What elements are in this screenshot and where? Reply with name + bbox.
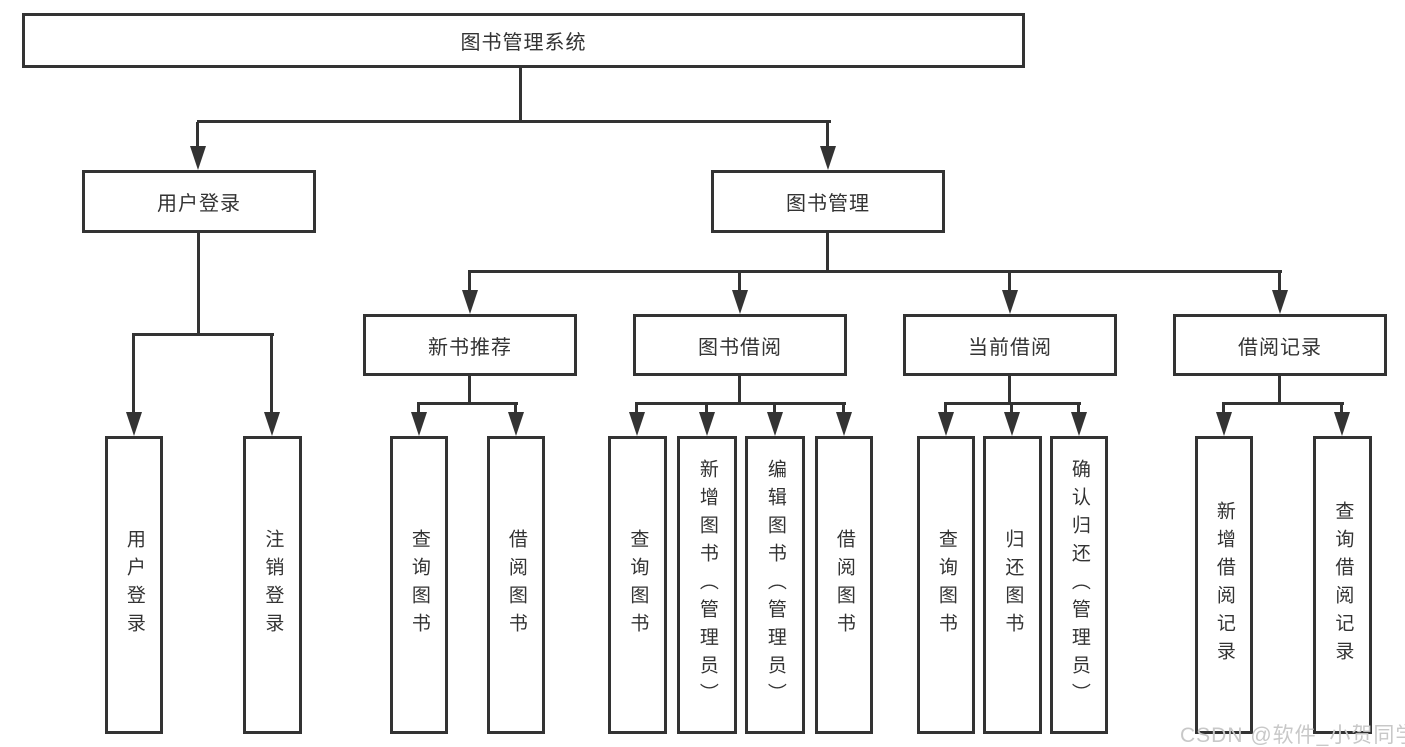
node-label: 借阅记录: [1238, 336, 1322, 359]
node-label: 查询图书: [408, 529, 430, 641]
node-label: 借阅图书: [833, 529, 855, 641]
node-user-login-leaf: 用户登录: [105, 436, 163, 734]
connector-arrow: [767, 404, 783, 436]
connector-arrow: [699, 404, 715, 436]
connector-rail: [1222, 402, 1344, 405]
node-current-borrowing: 当前借阅: [903, 314, 1117, 376]
connector-arrow: [190, 122, 206, 170]
node-logout: 注销登录: [243, 436, 302, 734]
connector-arrow: [938, 404, 954, 436]
node-add-books-admin: 新增图书（管理员）: [677, 436, 737, 734]
node-label: 查询图书: [935, 529, 957, 641]
node-label: 图书管理系统: [460, 32, 587, 54]
connector-rail: [417, 402, 518, 405]
node-label: 图书借阅: [698, 336, 782, 359]
node-label: 查询借阅记录: [1332, 501, 1354, 669]
node-label: 归还图书: [1002, 529, 1024, 641]
node-query-books-recommend: 查询图书: [390, 436, 448, 734]
node-borrow-books-recommend: 借阅图书: [487, 436, 545, 734]
connector-line: [826, 233, 829, 272]
connector-arrow: [1002, 272, 1018, 314]
node-query-books-current: 查询图书: [917, 436, 975, 734]
node-edit-books-admin: 编辑图书（管理员）: [745, 436, 805, 734]
node-label: 图书管理: [786, 193, 870, 215]
node-label: 新书推荐: [428, 336, 512, 359]
connector-line: [197, 233, 200, 335]
connector-arrow: [264, 335, 280, 436]
node-book-management: 图书管理: [711, 170, 945, 233]
node-label: 确认归还（管理员）: [1068, 459, 1090, 711]
node-confirm-return-admin: 确认归还（管理员）: [1050, 436, 1108, 734]
connector-arrow: [1334, 404, 1350, 436]
node-label: 用户登录: [157, 193, 241, 215]
connector-line: [1008, 376, 1011, 404]
connector-rail: [635, 402, 846, 405]
node-query-books-borrowing: 查询图书: [608, 436, 667, 734]
connector-arrow: [820, 122, 836, 170]
watermark: CSDN @软件_小贺同学: [1180, 724, 1405, 747]
node-label: 借阅图书: [505, 529, 527, 641]
connector-arrow: [462, 272, 478, 314]
connector-line: [738, 376, 741, 404]
connector-arrow: [1216, 404, 1232, 436]
connector-rail: [132, 333, 274, 336]
connector-line: [1278, 376, 1281, 404]
connector-arrow: [126, 335, 142, 436]
connector-rail: [468, 270, 1282, 273]
node-label: 查询图书: [627, 529, 649, 641]
connector-arrow: [1071, 404, 1087, 436]
node-library-management-system: 图书管理系统: [22, 13, 1025, 68]
node-borrowing-records: 借阅记录: [1173, 314, 1387, 376]
node-borrow-books-borrowing: 借阅图书: [815, 436, 873, 734]
connector-rail: [944, 402, 1081, 405]
node-label: 新增图书（管理员）: [696, 459, 718, 711]
node-label: 编辑图书（管理员）: [764, 459, 786, 711]
node-label: 当前借阅: [968, 336, 1052, 359]
node-book-borrowing: 图书借阅: [633, 314, 847, 376]
connector-arrow: [1272, 272, 1288, 314]
connector-arrow: [411, 404, 427, 436]
node-label: 新增借阅记录: [1213, 501, 1235, 669]
node-return-books: 归还图书: [983, 436, 1042, 734]
connector-line: [519, 68, 522, 122]
connector-arrow: [836, 404, 852, 436]
node-label: 注销登录: [262, 529, 284, 641]
node-user-login: 用户登录: [82, 170, 316, 233]
connector-line: [468, 376, 471, 404]
node-new-book-recommendation: 新书推荐: [363, 314, 577, 376]
connector-arrow: [508, 404, 524, 436]
node-add-borrow-record: 新增借阅记录: [1195, 436, 1253, 734]
node-label: 用户登录: [123, 529, 145, 641]
connector-arrow: [732, 272, 748, 314]
connector-rail: [197, 120, 831, 123]
connector-arrow: [629, 404, 645, 436]
connector-arrow: [1004, 404, 1020, 436]
node-query-borrow-record: 查询借阅记录: [1313, 436, 1372, 734]
